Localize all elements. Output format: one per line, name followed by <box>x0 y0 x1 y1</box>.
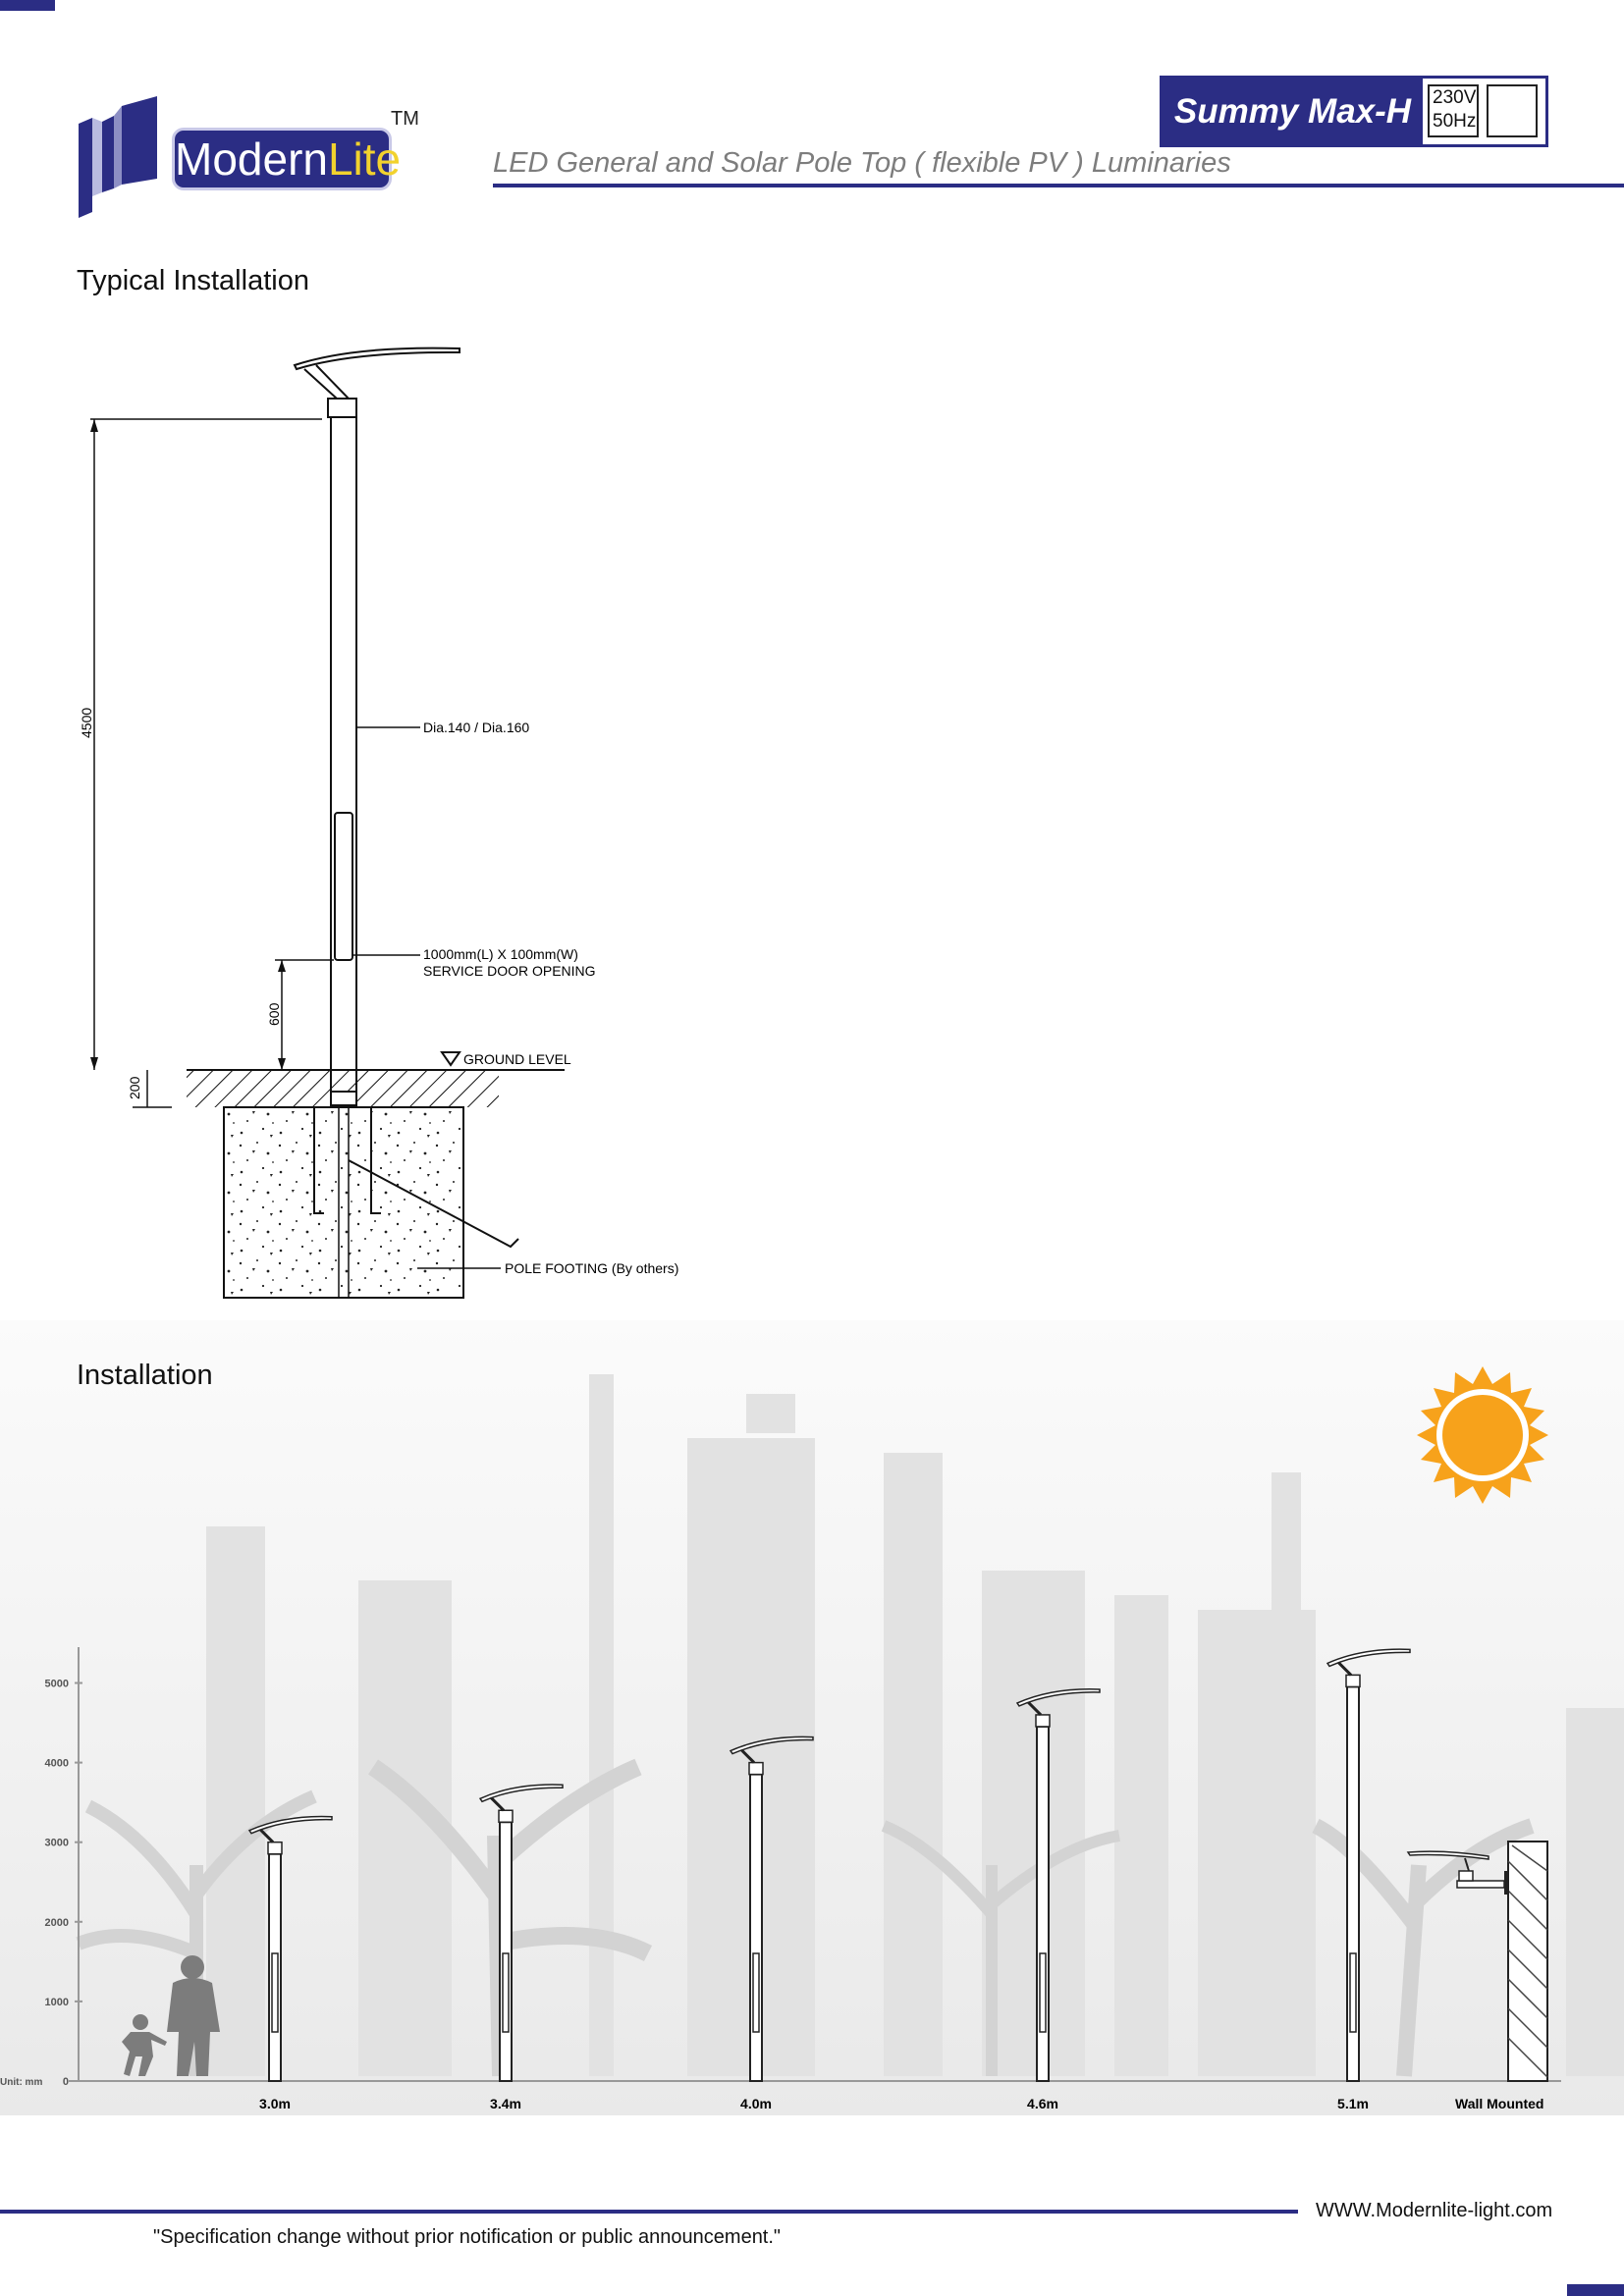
y-tick-label: 1000 <box>45 1997 69 2008</box>
pole-height-label: 3.0m <box>259 2096 291 2111</box>
product-subtitle: LED General and Solar Pole Top ( flexibl… <box>493 147 1231 179</box>
pole-height-label: 5.1m <box>1337 2096 1369 2111</box>
people-silhouette <box>122 1955 220 2076</box>
y-tick-label: 3000 <box>45 1838 69 1849</box>
installation-illustration: 0 1000 2000 3000 4000 5000 Unit: mm 3.0m 3.4m 4… <box>0 1320 1624 2115</box>
wall-mounted-luminaire <box>1406 1841 1548 2082</box>
label-pole-diameter: Dia.140 / Dia.160 <box>423 720 529 735</box>
city-skyline <box>206 1374 1624 2076</box>
label-ground-level: GROUND LEVEL <box>463 1051 571 1067</box>
dim-200: 200 <box>127 1076 142 1099</box>
logo-trademark: TM <box>391 108 419 130</box>
product-name: Summy Max-H <box>1163 79 1423 144</box>
section-title-typical-installation: Typical Installation <box>77 265 309 296</box>
header-divider <box>493 184 1624 187</box>
label-door-size: 1000mm(L) X 100mm(W) <box>423 946 578 962</box>
typical-installation-drawing: 4500 600 200 GROUND LEVEL Dia.140 / Dia.… <box>79 347 678 1299</box>
power-spec-box: 230V 50Hz <box>1428 84 1479 137</box>
logo-wordmark: ModernLite <box>172 128 401 190</box>
footer-website[interactable]: WWW.Modernlite-light.com <box>1316 2200 1553 2221</box>
dim-600: 600 <box>266 1002 282 1026</box>
frequency-label: 50Hz <box>1433 111 1477 132</box>
pole-5.1m <box>1326 1648 1411 2082</box>
voltage-label: 230V <box>1433 87 1477 108</box>
label-pole-footing: POLE FOOTING (By others) <box>505 1260 678 1276</box>
dim-4500: 4500 <box>79 708 94 738</box>
y-tick-label: 2000 <box>45 1917 69 1929</box>
product-header-box: Summy Max-H 230V 50Hz <box>1160 76 1548 147</box>
pole-4.6m <box>1015 1687 1101 2082</box>
corner-accent-bottom <box>1567 2284 1624 2296</box>
unit-label: Unit: mm <box>0 2077 42 2088</box>
logo-text-main: Modern <box>175 133 328 185</box>
pole-height-label: 3.4m <box>490 2096 521 2111</box>
pole-height-label: 4.6m <box>1027 2096 1058 2111</box>
logo-text-accent: Lite <box>327 133 402 185</box>
corner-accent-top <box>0 0 55 11</box>
pole-3.4m <box>478 1784 564 2082</box>
footer-divider <box>0 2210 1298 2214</box>
section-title-installation: Installation <box>77 1360 213 1391</box>
pole-4.0m <box>729 1735 814 2082</box>
pole-3.0m <box>247 1815 333 2082</box>
y-tick-label: 4000 <box>45 1758 69 1770</box>
footer-disclaimer: "Specification change without prior noti… <box>153 2226 782 2248</box>
certification-box <box>1487 84 1538 137</box>
y-tick-label: 0 <box>63 2076 69 2088</box>
pole-height-label: 4.0m <box>740 2096 772 2111</box>
pole-row: 3.0m 3.4m 4.0m 4.6m 5.1m <box>247 1648 1411 2111</box>
sun-icon <box>1417 1366 1548 1504</box>
label-wall-mounted: Wall Mounted <box>1455 2096 1543 2111</box>
height-axis: 0 1000 2000 3000 4000 5000 <box>45 1679 82 2088</box>
label-service-door: SERVICE DOOR OPENING <box>423 963 596 979</box>
modernlite-logo-mark <box>79 96 157 218</box>
y-tick-label: 5000 <box>45 1679 69 1690</box>
